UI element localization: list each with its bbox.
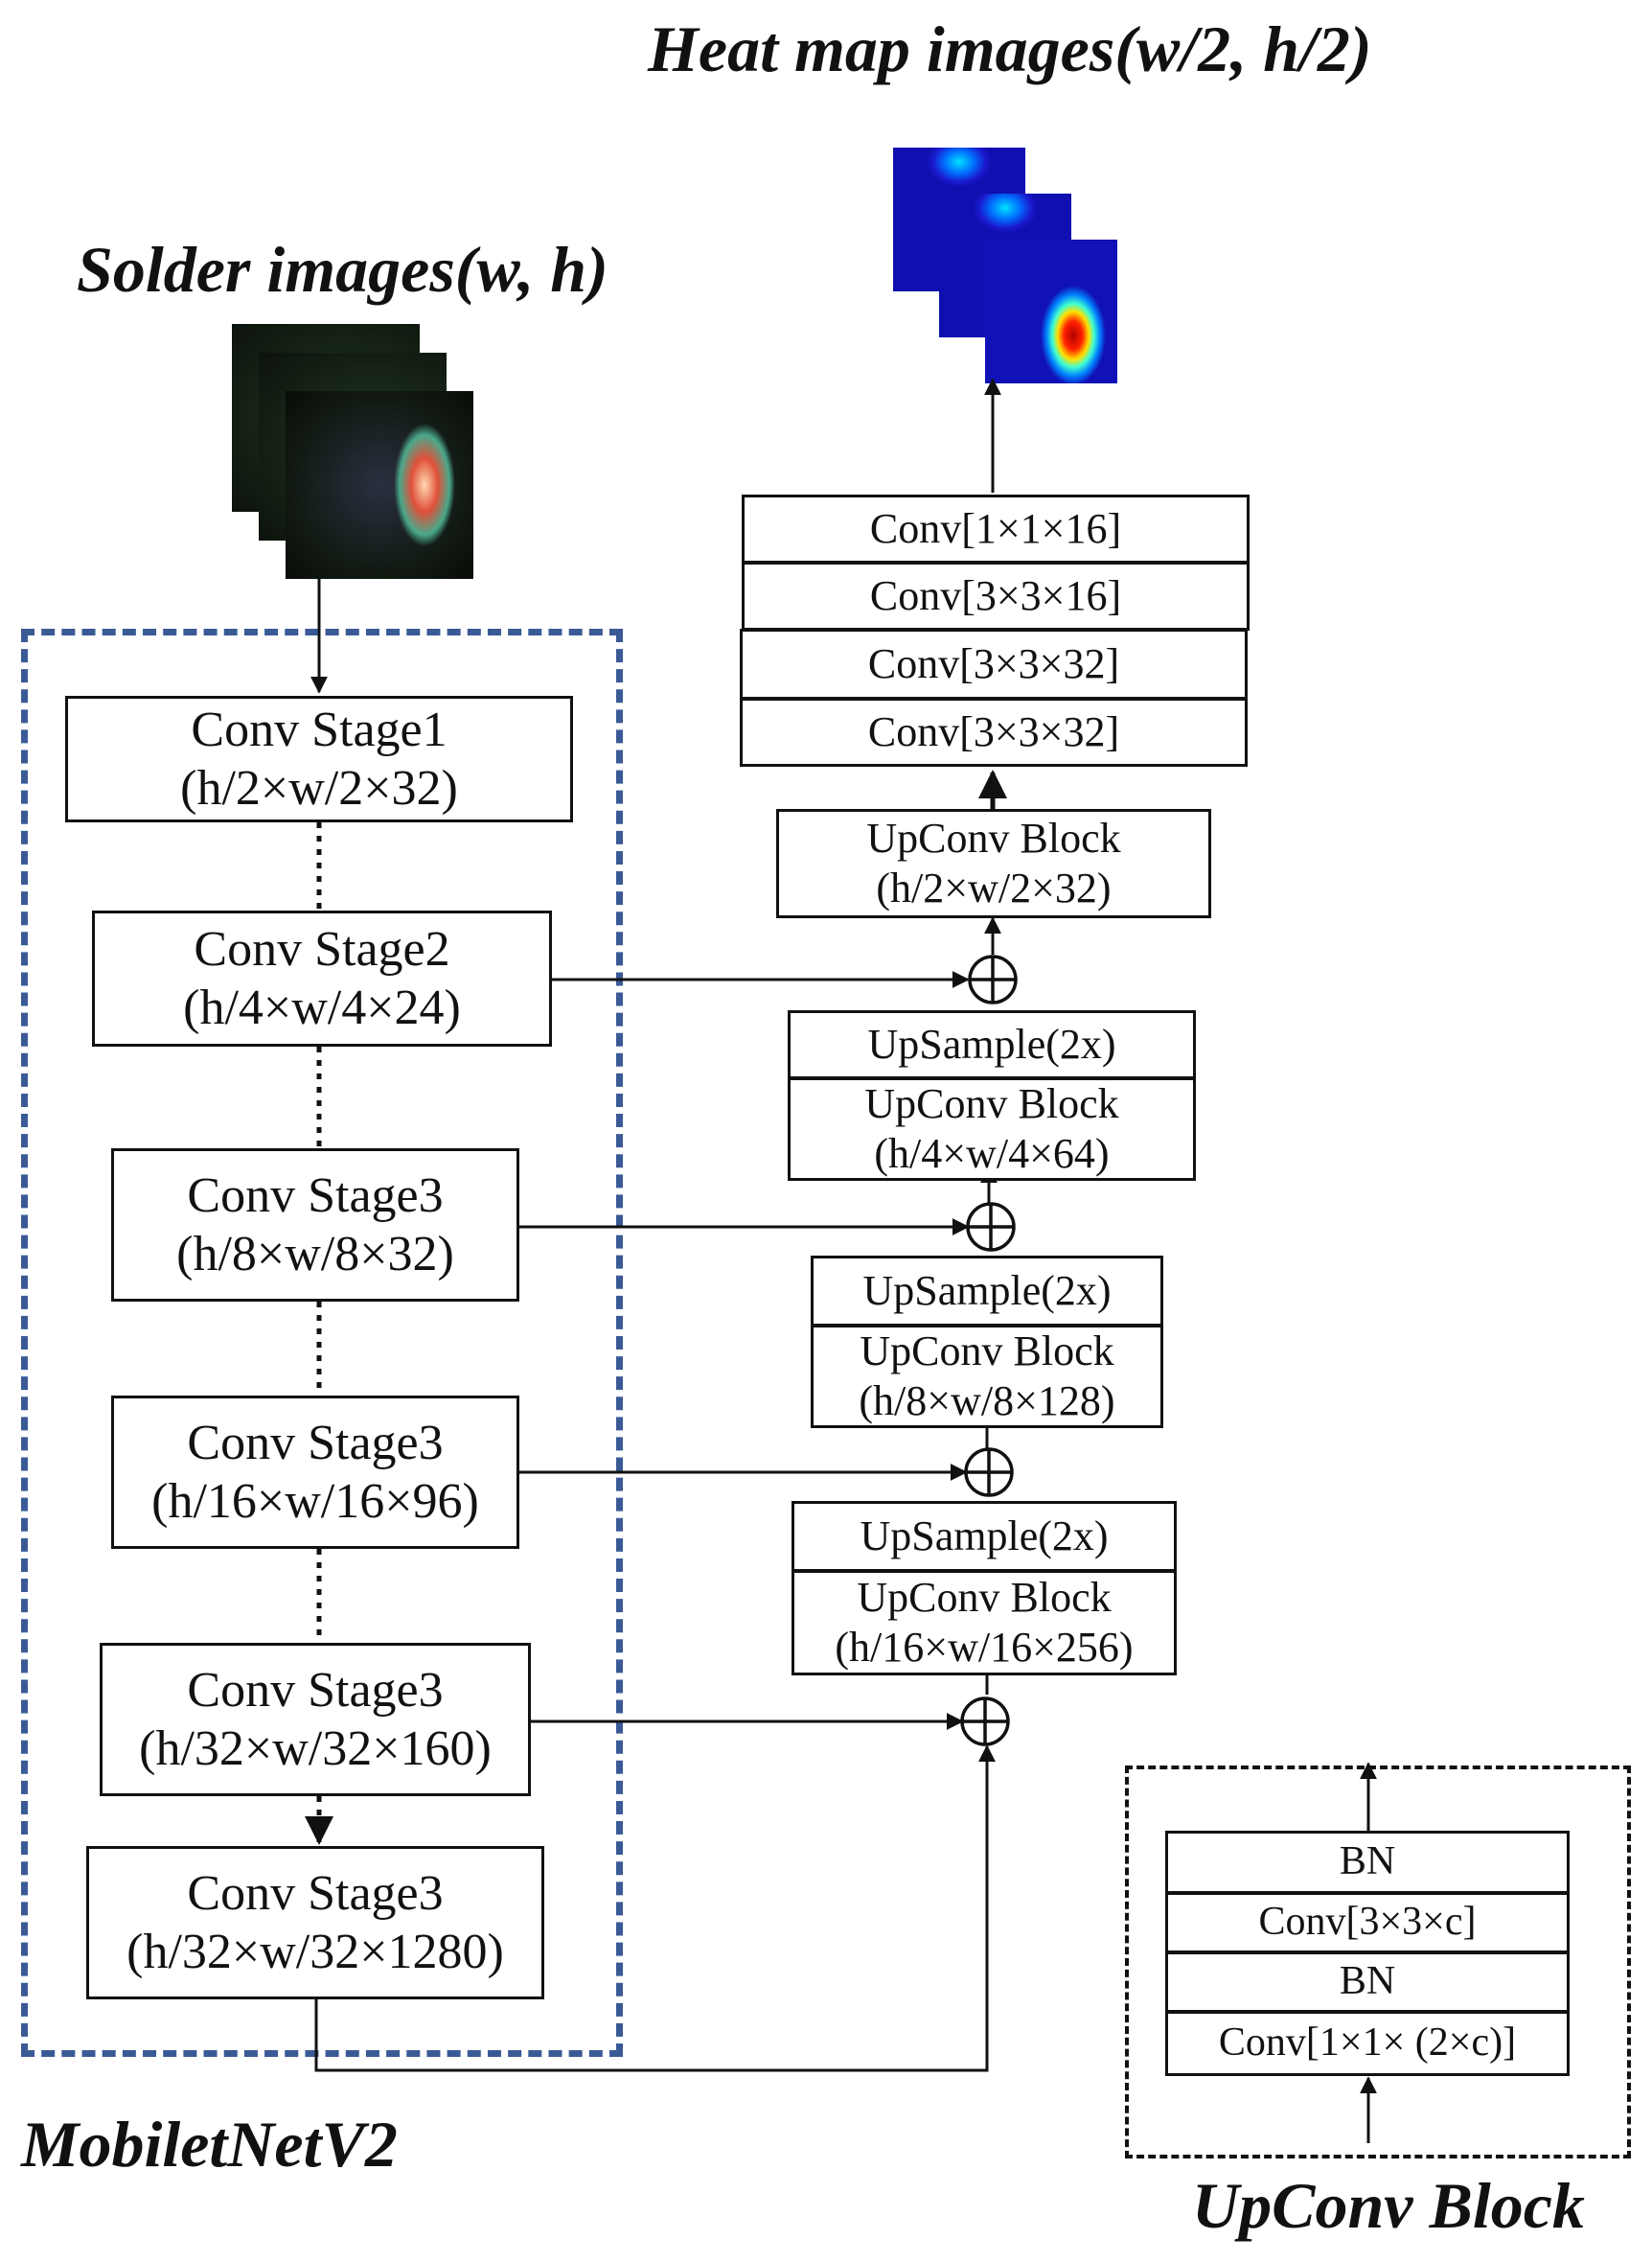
block-dims: (h/8×w/8×128) [859, 1377, 1115, 1424]
stage-name: Conv Stage3 [187, 1662, 444, 1718]
layer-label: Conv[3×3×32] [867, 708, 1120, 756]
head-conv-3: Conv[3×3×32] [740, 629, 1248, 700]
upsample-label: UpSample(2x) [860, 1512, 1109, 1560]
upsample-label: UpSample(2x) [867, 1021, 1116, 1069]
layer-label: Conv[3×3×16] [869, 572, 1122, 620]
decoder-upconv-2: UpConv Block (h/4×w/4×64) [788, 1077, 1196, 1181]
stage-dims: (h/8×w/8×32) [176, 1227, 454, 1281]
sum-node-2 [966, 1202, 1016, 1252]
upconv-block-frame [1125, 1766, 1631, 2158]
layer-label: Conv[1×1× (2×c)] [1218, 2020, 1517, 2066]
head-conv-4: Conv[3×3×32] [740, 698, 1248, 767]
layer-label: Conv[3×3×32] [867, 640, 1120, 688]
stage-dims: (h/32×w/32×160) [139, 1721, 492, 1776]
encoder-stage-1: Conv Stage1 (h/2×w/2×32) [65, 696, 573, 822]
head-conv-1: Conv[1×1×16] [742, 495, 1250, 564]
block-label: UpConv Block [860, 1327, 1114, 1375]
block-label: UpConv Block [864, 1080, 1119, 1128]
block-label: UpConv Block [866, 815, 1121, 863]
layer-label: BN [1339, 1839, 1396, 1884]
encoder-stage-2: Conv Stage2 (h/4×w/4×24) [92, 911, 552, 1047]
encoder-stage-4: Conv Stage3 (h/16×w/16×96) [111, 1396, 519, 1549]
upconv-block-title: UpConv Block [1192, 2169, 1585, 2242]
decoder-upsample-3: UpSample(2x) [811, 1256, 1163, 1327]
heatmap-image-front [985, 240, 1117, 383]
stage-dims: (h/32×w/32×1280) [126, 1925, 504, 1979]
upconv-detail-bn-2: BN [1165, 1951, 1570, 2013]
encoder-stage-5: Conv Stage3 (h/32×w/32×160) [100, 1643, 531, 1796]
layer-label: Conv[3×3×c] [1258, 1900, 1477, 1945]
head-conv-2: Conv[3×3×16] [742, 562, 1250, 631]
block-dims: (h/4×w/4×64) [874, 1130, 1110, 1177]
decoder-upconv-4: UpConv Block (h/16×w/16×256) [792, 1570, 1177, 1675]
decoder-upconv-3: UpConv Block (h/8×w/8×128) [811, 1325, 1163, 1428]
encoder-stage-6: Conv Stage3 (h/32×w/32×1280) [86, 1846, 544, 1999]
stage-name: Conv Stage1 [191, 702, 447, 757]
stage-name: Conv Stage3 [187, 1865, 444, 1921]
stage6-to-sum [314, 1744, 996, 2072]
layer-label: BN [1339, 1959, 1396, 2004]
upconv-detail-conv-3x3: Conv[3×3×c] [1165, 1892, 1570, 1953]
decoder-upsample-2: UpSample(2x) [788, 1010, 1196, 1079]
stage-dims: (h/16×w/16×96) [151, 1474, 479, 1529]
decoder-upsample-4: UpSample(2x) [792, 1501, 1177, 1572]
upconv-detail-conv-1x1: Conv[1×1× (2×c)] [1165, 2011, 1570, 2076]
stage-name: Conv Stage3 [187, 1415, 444, 1470]
block-dims: (h/2×w/2×32) [876, 865, 1112, 912]
encoder-stage-3: Conv Stage3 (h/8×w/8×32) [111, 1148, 519, 1302]
sum-node-1 [968, 955, 1018, 1004]
sum-node-4 [960, 1696, 1010, 1746]
stage-dims: (h/4×w/4×24) [183, 981, 461, 1035]
block-dims: (h/16×w/16×256) [835, 1624, 1134, 1671]
stage-name: Conv Stage2 [194, 921, 450, 977]
sum-node-3 [964, 1447, 1014, 1497]
upconv-detail-bn-1: BN [1165, 1831, 1570, 1894]
solder-image-front [286, 391, 473, 579]
upsample-label: UpSample(2x) [862, 1267, 1112, 1315]
heatmap-title: Heat map images(w/2, h/2) [648, 12, 1372, 85]
solder-title: Solder images(w, h) [77, 233, 608, 306]
stage-dims: (h/2×w/2×32) [180, 761, 458, 816]
block-label: UpConv Block [857, 1574, 1112, 1622]
stage-name: Conv Stage3 [187, 1167, 444, 1223]
layer-label: Conv[1×1×16] [869, 505, 1122, 553]
mobilenet-frame [21, 629, 623, 2057]
decoder-upconv-1: UpConv Block (h/2×w/2×32) [776, 809, 1211, 918]
mobilenet-title: MobiletNetV2 [21, 2108, 398, 2181]
